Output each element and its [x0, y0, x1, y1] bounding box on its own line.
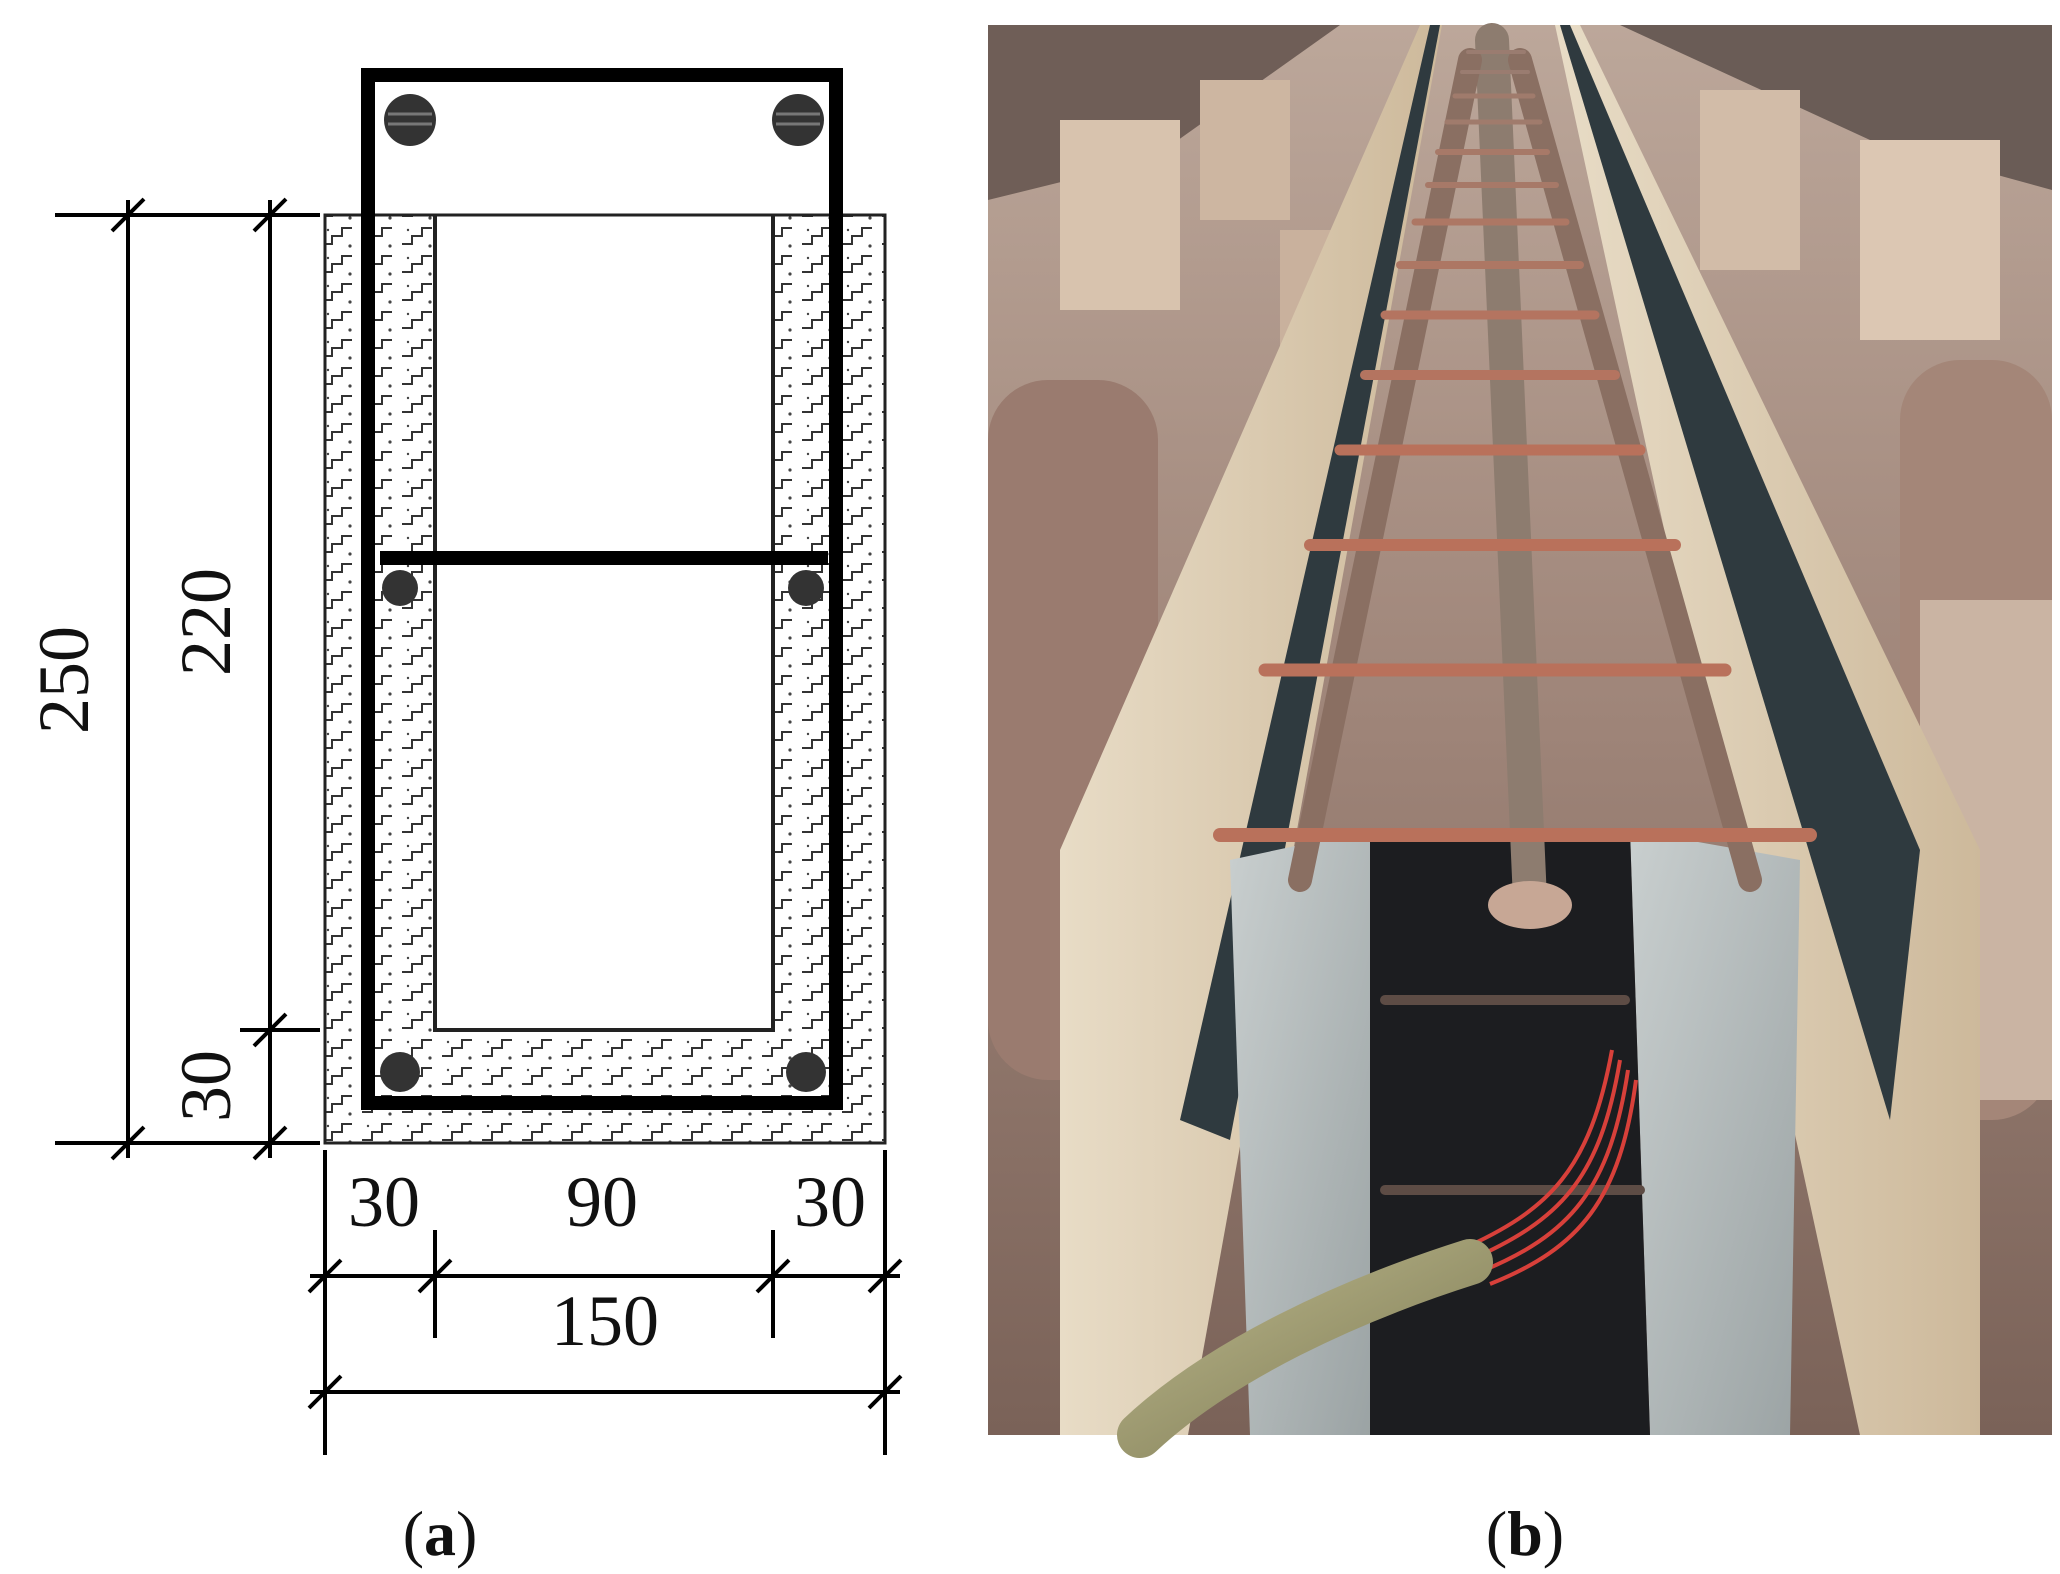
dim-width-right: 30: [794, 1162, 866, 1242]
horizontal-dimensions: [307, 1150, 903, 1455]
center-bar-end: [1488, 881, 1572, 929]
rebar-mid-right: [788, 570, 824, 606]
right-formwork-board: [1555, 25, 1980, 1435]
rebar-top-left: [384, 94, 436, 146]
dim-height-total: 250: [24, 626, 104, 734]
sensor-wires: [1459, 1049, 1638, 1286]
dim-height-bottom: 30: [166, 1050, 246, 1122]
vertical-dimensions: [55, 197, 320, 1161]
dim-width-left: 30: [348, 1162, 420, 1242]
right-precast-wall: [1630, 830, 1800, 1435]
right-formwork-film: [1560, 25, 1920, 1120]
beam-formwork-photo: [988, 23, 2052, 1458]
rebar-top-right: [772, 94, 824, 146]
left-formwork-board: [1060, 25, 1442, 1435]
longitudinal-bar-left: [1288, 48, 1482, 892]
precast-u-shell: [323, 213, 887, 1145]
longitudinal-bar-right: [1508, 48, 1762, 892]
rebar-bottom-right: [786, 1052, 826, 1092]
caption-b: (b): [1486, 1498, 1564, 1569]
dim-width-total: 150: [551, 1281, 659, 1361]
dim-height-inner: 220: [166, 568, 246, 676]
rebar-mid-left: [382, 570, 418, 606]
rebar-cage: [1213, 23, 1817, 1195]
dim-width-middle: 90: [566, 1162, 638, 1242]
inner-cavity-outline: [433, 215, 775, 1032]
rebar-group: [380, 94, 826, 1092]
stirrup-outer: [361, 68, 843, 1110]
caption-a: (a): [403, 1498, 478, 1569]
cross-section-drawing: 250 220 30 30 90 30 150: [24, 68, 903, 1455]
conduit-hose: [1117, 1239, 1493, 1458]
left-precast-wall: [1230, 830, 1370, 1435]
rebar-bottom-left: [380, 1052, 420, 1092]
